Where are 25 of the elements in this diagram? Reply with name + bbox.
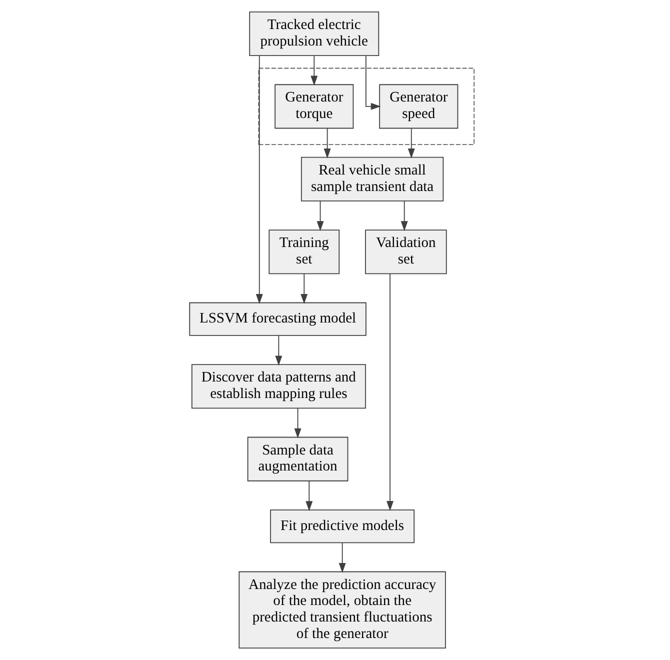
node-box: Discover data patterns and establish mapping rules [190,364,366,409]
arrow [274,335,282,366]
node-box: Sample data augmentation [246,436,348,482]
arrow [316,200,324,232]
node-box: LSSVM forecasting model [188,302,366,336]
arrow [365,55,380,110]
node-box: Training set [268,230,340,274]
arrow [305,480,312,512]
cluster [258,68,474,146]
arrow [300,273,308,304]
arrow [407,128,414,158]
arrow [400,200,408,232]
node-box: Tracked electric propulsion vehicle [248,11,379,56]
arrow [338,542,346,573]
node-box: Validation set [364,230,446,274]
node-box: Generator torque [274,84,354,129]
node-box: Real vehicle small sample transient data [300,156,444,202]
arrow [255,55,262,304]
arrow [294,408,301,438]
node-box: Generator speed [378,84,458,129]
node-box: Fit predictive models [270,510,414,544]
arrow [310,55,318,86]
node-box: Analyze the prediction accuracy of the model, obtain the predicted transient fluctuations of the generator [238,571,446,649]
arrow [386,273,394,511]
arrow [323,128,330,158]
